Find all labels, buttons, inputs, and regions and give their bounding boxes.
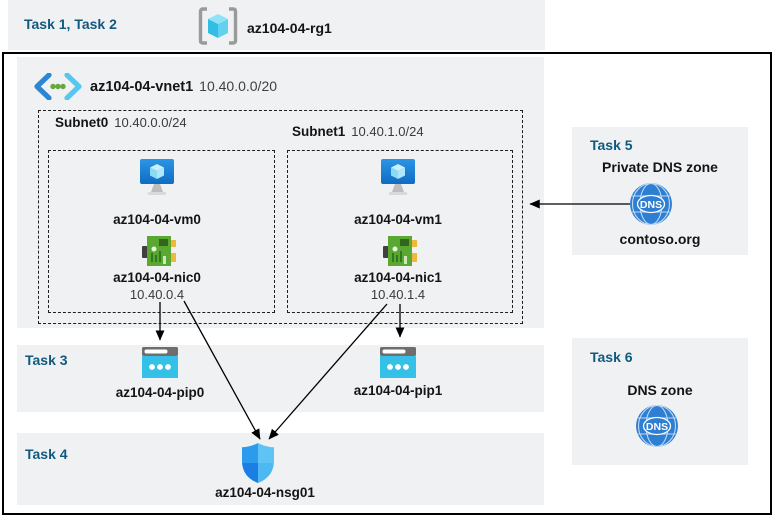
virtual-network-icon <box>34 73 82 100</box>
nic1-ip: 10.40.1.4 <box>370 287 426 302</box>
task6-label: Task 6 <box>590 349 633 365</box>
task-1-2-label: Task 1, Task 2 <box>24 16 117 32</box>
subnet0-cidr: 10.40.0.0/24 <box>114 115 187 130</box>
private-dns-icon-text: DNS <box>640 199 662 211</box>
pip1-label: az104-04-pip1 <box>353 383 443 398</box>
private-dns-zone-name: contoso.org <box>619 231 701 247</box>
pip1-icon <box>380 347 416 378</box>
vnet-name: az104-04-vnet1 <box>90 79 194 95</box>
nsg-label: az104-04-nsg01 <box>215 485 315 500</box>
resource-group-icon <box>198 7 238 45</box>
subnet1-name: Subnet1 <box>292 124 346 139</box>
dns-zone-icon: DNS <box>636 404 678 448</box>
subnet1-cidr: 10.40.1.0/24 <box>351 124 424 139</box>
resource-group-name: az104-04-rg1 <box>247 20 332 36</box>
private-dns-zone-title: Private DNS zone <box>602 159 718 175</box>
task4-band <box>17 433 544 505</box>
nsg-shield-icon <box>242 443 274 483</box>
task3-band <box>17 345 544 412</box>
nic1-icon <box>383 236 417 266</box>
task4-label: Task 4 <box>25 446 68 462</box>
vm0-icon <box>140 159 174 195</box>
vnet-cidr: 10.40.0.0/20 <box>199 78 278 94</box>
resource-group-box <box>2 52 772 515</box>
task3-label: Task 3 <box>25 352 68 368</box>
vm0-label: az104-04-vm0 <box>113 212 201 227</box>
pip0-label: az104-04-pip0 <box>115 385 205 400</box>
nic0-label: az104-04-nic0 <box>113 270 201 285</box>
resource-group-band <box>8 0 545 50</box>
private-dns-icon: DNS <box>630 182 672 226</box>
nic0-icon <box>142 236 176 266</box>
nic0-ip: 10.40.0.4 <box>129 287 185 302</box>
subnet0-name: Subnet0 <box>55 115 109 130</box>
dns-zone-icon-text: DNS <box>646 421 668 433</box>
vm1-label: az104-04-vm1 <box>354 212 442 227</box>
vnet-panel <box>17 57 544 328</box>
vm1-icon <box>381 159 415 195</box>
task5-label: Task 5 <box>590 137 633 153</box>
dns-zone-title: DNS zone <box>627 382 693 398</box>
subnet0-box <box>48 150 275 313</box>
pip0-icon <box>142 347 178 378</box>
nic1-label: az104-04-nic1 <box>354 270 442 285</box>
